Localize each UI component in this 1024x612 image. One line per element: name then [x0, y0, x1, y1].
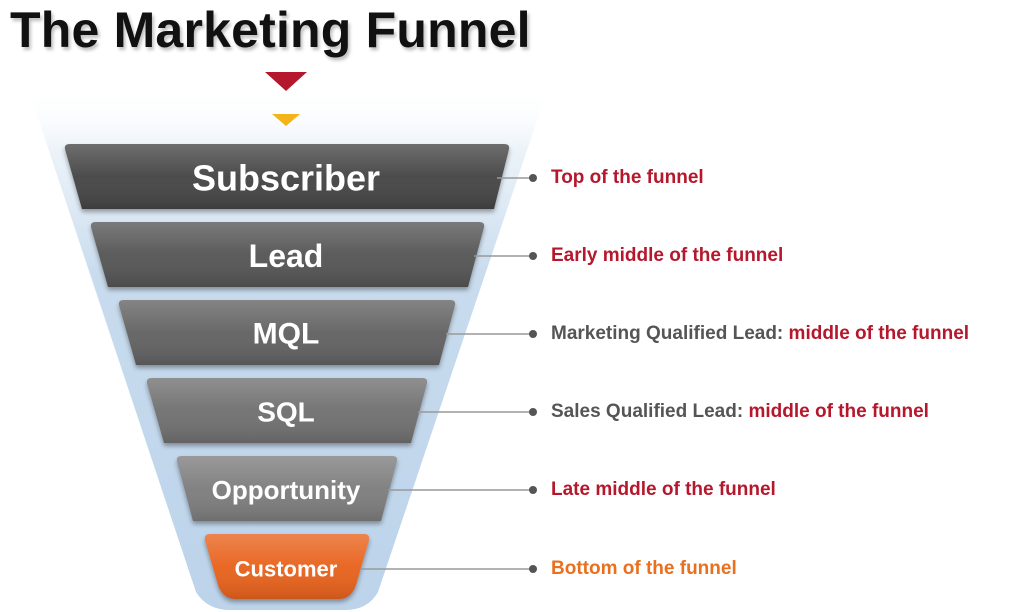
description-highlight: Late middle of the funnel: [551, 479, 776, 500]
funnel-stage-label: Customer: [235, 557, 338, 582]
yellow-arrow-icon: [272, 114, 300, 126]
funnel-stage-customer: Customer: [204, 534, 370, 599]
connector-dot: [529, 252, 537, 260]
funnel-stage-shine: [176, 456, 398, 521]
funnel-stage-label: SQL: [257, 397, 315, 428]
funnel-stage-mql: MQL: [118, 300, 456, 365]
funnel-stage-subscriber: Subscriber: [64, 144, 510, 209]
funnel-stage-shine: [90, 222, 485, 287]
connector-dot: [529, 486, 537, 494]
description-prefix: Marketing Qualified Lead:: [551, 323, 789, 344]
description-highlight: Bottom of the funnel: [551, 558, 737, 579]
funnel-stage-shine: [118, 300, 456, 365]
connector-dot: [529, 330, 537, 338]
stage-description-opportunity: Late middle of the funnel: [551, 478, 776, 502]
funnel-stage-label: Subscriber: [192, 158, 380, 199]
funnel-stage-shine: [64, 144, 510, 209]
stage-description-lead: Early middle of the funnel: [551, 244, 783, 268]
connector-dot: [529, 174, 537, 182]
connector-dot: [529, 565, 537, 573]
funnel-stage-shine: [204, 534, 370, 599]
stage-description-sql: Sales Qualified Lead: middle of the funn…: [551, 400, 929, 424]
description-highlight: middle of the funnel: [748, 401, 929, 422]
description-highlight: Early middle of the funnel: [551, 245, 784, 266]
funnel-stage-shine: [146, 378, 428, 443]
funnel-stage-label: Opportunity: [212, 475, 361, 505]
connector-dot: [529, 408, 537, 416]
description-highlight: middle of the funnel: [788, 323, 970, 344]
page-title: The Marketing Funnel: [10, 2, 531, 58]
funnel-stage-lead: Lead: [90, 222, 485, 287]
description-prefix: Sales Qualified Lead:: [551, 401, 749, 422]
funnel-stage-opportunity: Opportunity: [176, 456, 398, 521]
red-arrow-icon: [265, 72, 307, 91]
stage-description-mql: Marketing Qualified Lead: middle of the …: [551, 322, 969, 346]
funnel-stage-label: MQL: [253, 318, 320, 351]
stage-description-subscriber: Top of the funnel: [551, 166, 704, 190]
funnel-stage-label: Lead: [249, 238, 324, 274]
stage-description-customer: Bottom of the funnel: [551, 557, 737, 581]
funnel-stage-sql: SQL: [146, 378, 428, 443]
description-highlight: Top of the funnel: [551, 167, 704, 188]
